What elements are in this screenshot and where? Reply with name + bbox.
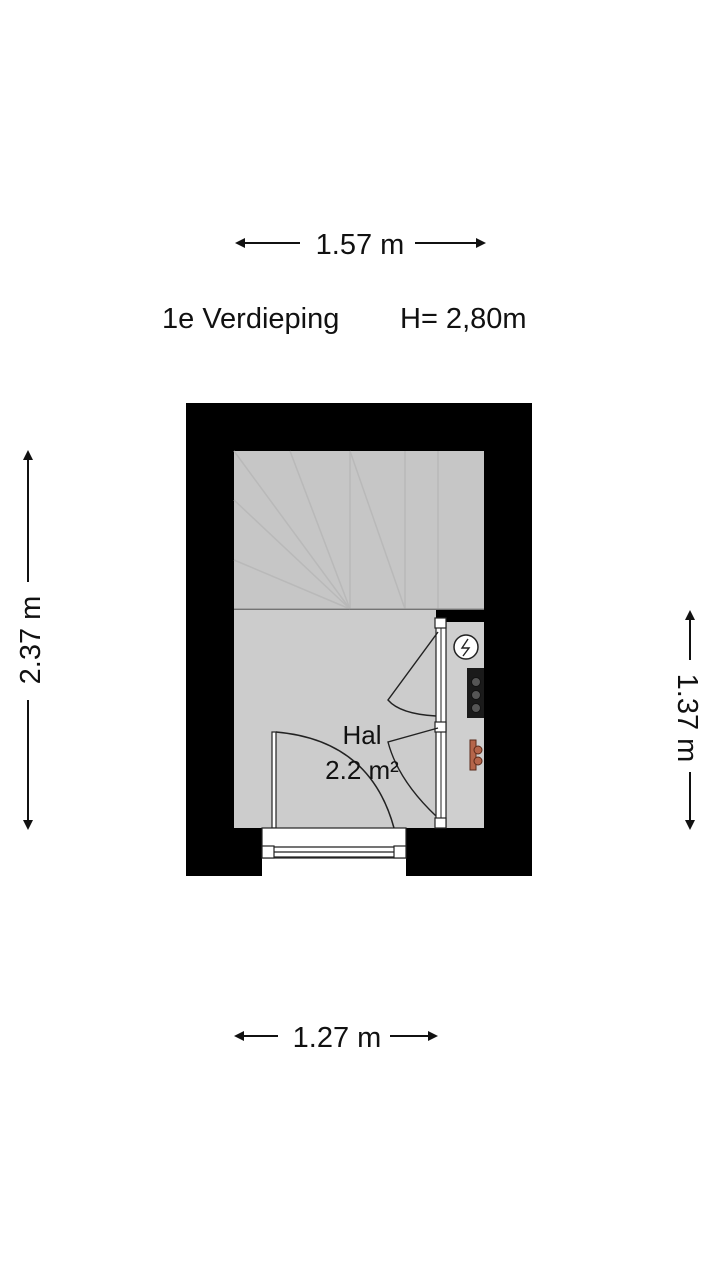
room-area: 2.2 m² (325, 755, 399, 785)
gas-meter-icon (467, 668, 484, 718)
valve-icon (469, 739, 483, 771)
bottom-dimension-label: 1.27 m (293, 1022, 382, 1054)
left-dimension: 2.37 m (15, 450, 47, 830)
room-name: Hal (342, 720, 381, 750)
top-dimension: 1.57 m (235, 229, 486, 261)
entrance-door (261, 731, 407, 859)
left-dimension-label: 2.37 m (15, 596, 47, 685)
stairs (233, 450, 484, 610)
right-dimension-label: 1.37 m (671, 674, 703, 763)
top-dimension-label: 1.57 m (316, 229, 405, 261)
hall-floor (234, 610, 436, 828)
right-dimension: 1.37 m (671, 610, 703, 830)
floor-height: H= 2,80m (400, 303, 527, 335)
meter-cupboard (387, 612, 484, 829)
floor-name: 1e Verdieping (162, 303, 339, 335)
electrical-meter-icon (453, 634, 479, 660)
bottom-dimension: 1.27 m (234, 1022, 438, 1054)
